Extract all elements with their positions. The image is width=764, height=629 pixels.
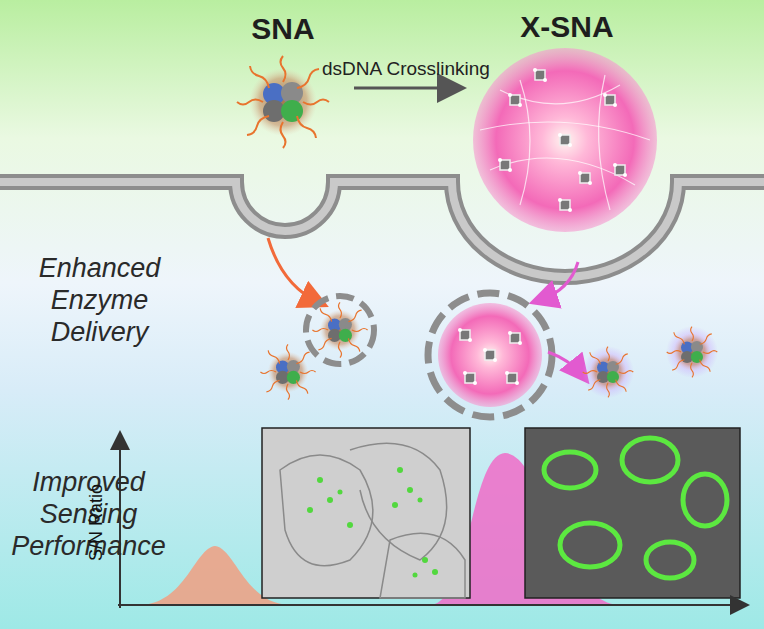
step-label: Enhanced Enzyme Delivery (12, 252, 187, 348)
particle-name: SNA (218, 12, 348, 46)
particle-name: X-SNA (462, 10, 672, 44)
arrow-label: dsDNA Crosslinking (322, 58, 490, 80)
axis-label: S/N Ratio (87, 483, 108, 560)
process-arrow (354, 87, 458, 90)
sna-particle: SNA (218, 12, 348, 152)
x-sna-particle: X-SNA (462, 10, 672, 235)
